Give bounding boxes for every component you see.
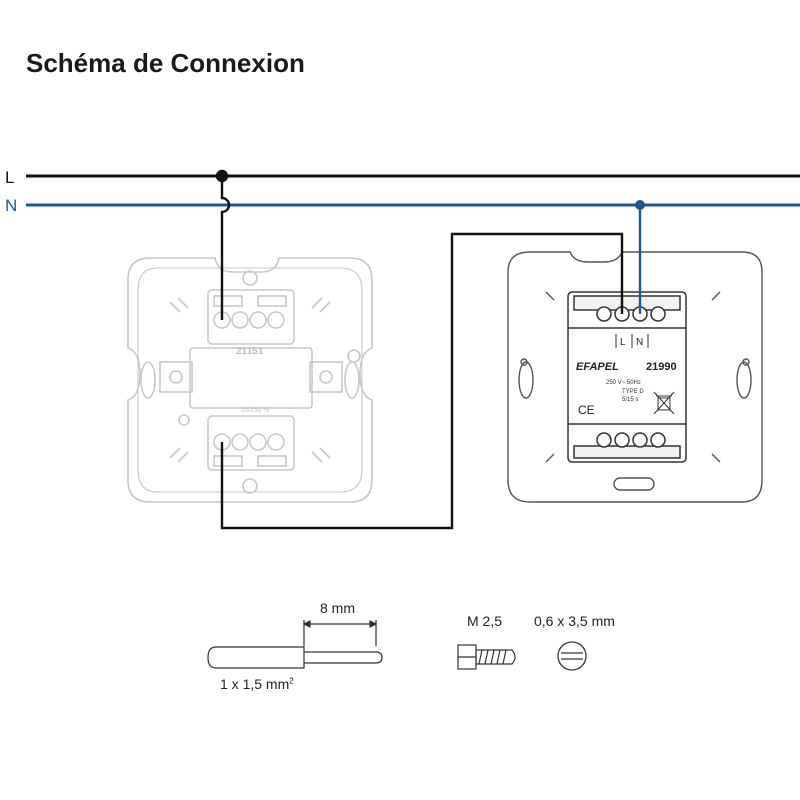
waste-bin-crossed-icon: [653, 391, 675, 415]
module-ref: 21990: [646, 361, 677, 373]
switch-ref: 21151: [236, 346, 264, 357]
module-term-l: L: [620, 337, 626, 348]
switch-frame: [127, 257, 373, 503]
module-voltage: 250 V~ 50Hz: [606, 380, 641, 386]
line-l-label: L: [5, 168, 15, 187]
page-title: Schéma de Connexion: [26, 48, 305, 78]
screw-icon: [457, 644, 516, 670]
module-brand: EFAPEL: [576, 361, 619, 373]
line-n-label: N: [5, 196, 18, 215]
screw-size-label: M 2,5: [467, 613, 503, 629]
flat-screwdriver-icon: [557, 641, 587, 671]
screwdriver-size-label: 0,6 x 3,5 mm: [534, 613, 615, 629]
wire-l-to-switch: [215, 169, 231, 320]
module-frame: [507, 251, 763, 503]
timer-module: L N EFAPEL 21990 250 V~ 50Hz TYPE D 5/15…: [507, 251, 763, 503]
wire-section-value: 1 x 1,5 mm: [220, 676, 290, 692]
module-ce-mark: CE: [578, 403, 595, 417]
switch-mechanism: [127, 257, 373, 503]
module-type: TYPE D: [622, 389, 644, 395]
wire-section-exponent: 2: [289, 676, 294, 686]
wire-switch-to-module: [220, 232, 624, 530]
wire-section-label: 1 x 1,5 mm2: [220, 676, 294, 692]
strip-length-label: 8 mm: [320, 600, 355, 616]
wire-n-to-module: [635, 200, 645, 314]
switch-frame-inner: [137, 267, 363, 493]
module-timing: 5/15 s: [622, 397, 638, 403]
switch-rating: 10/250 ⅔: [240, 407, 269, 414]
wire-strip-icon: [207, 620, 383, 669]
module-term-n: N: [636, 337, 643, 348]
